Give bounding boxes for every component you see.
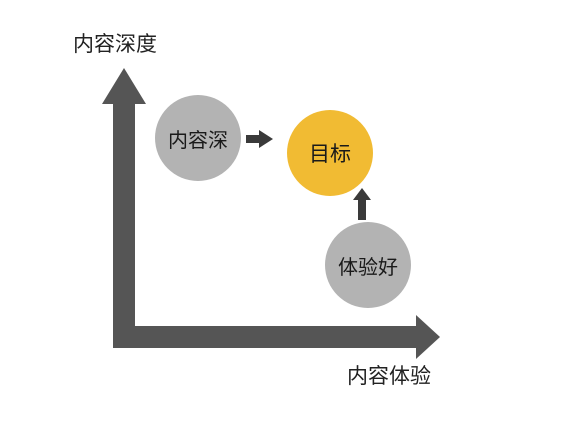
- node-experience-good-label: 体验好: [338, 254, 398, 279]
- x-axis-arrow: [113, 315, 440, 359]
- connector-arrow-up: [353, 188, 371, 220]
- node-content-deep: 内容深: [155, 95, 241, 181]
- connector-up-shaft: [358, 200, 366, 220]
- y-axis-shaft: [113, 104, 135, 348]
- y-axis-label: 内容深度: [73, 32, 157, 56]
- node-experience-good: 体验好: [325, 222, 411, 308]
- node-target: 目标: [287, 110, 373, 196]
- y-axis-arrowhead: [102, 68, 146, 104]
- node-content-deep-label: 内容深: [168, 127, 228, 152]
- y-axis-arrow: [102, 68, 146, 348]
- node-target-label: 目标: [309, 142, 351, 166]
- connector-right-shaft: [246, 135, 259, 143]
- x-axis-arrowhead: [416, 315, 440, 359]
- connector-arrow-right: [246, 130, 273, 148]
- x-axis-label: 内容体验: [347, 364, 431, 388]
- x-axis-shaft: [113, 326, 416, 348]
- connector-up-arrowhead: [353, 188, 371, 200]
- connector-right-arrowhead: [259, 130, 273, 148]
